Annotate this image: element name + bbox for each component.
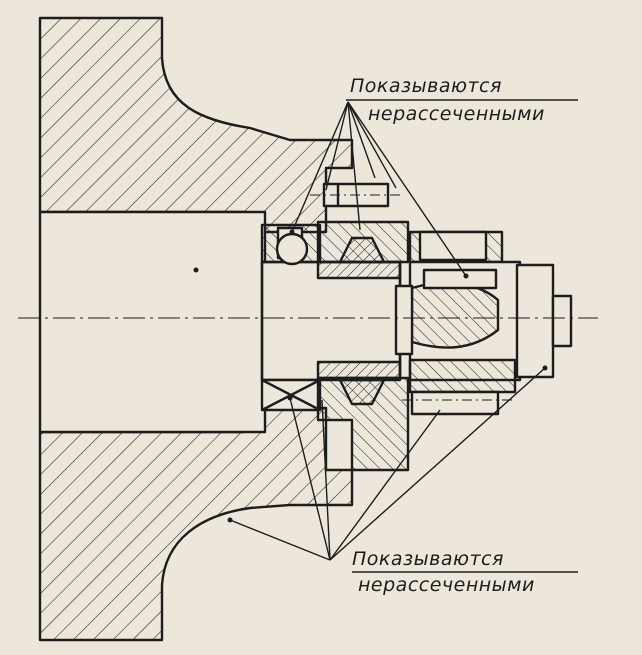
annotation-bottom-line1: Показываются (352, 548, 504, 570)
annotation-top-line1: Показываются (350, 75, 502, 97)
bearing-ball (275, 232, 309, 266)
end-stub (551, 294, 573, 348)
shaft-left (38, 210, 267, 434)
annotation-bottom-line2: нерассеченными (358, 574, 535, 596)
key (422, 268, 498, 290)
gear-lower (408, 358, 517, 394)
end-nut (515, 263, 555, 379)
annotation-top-line2: нерассеченными (368, 103, 545, 125)
leaders-bottom (229, 367, 578, 573)
washer (394, 284, 414, 356)
seal-lower (316, 360, 402, 380)
housing-lower (38, 406, 354, 642)
leaders-top (291, 99, 578, 277)
